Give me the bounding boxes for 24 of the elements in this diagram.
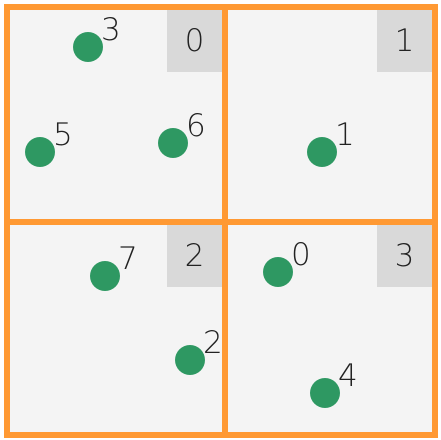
dot	[307, 137, 337, 167]
point-label: 3	[101, 15, 121, 46]
quadrant-number: 1	[377, 10, 432, 72]
point-label: 1	[335, 120, 355, 151]
dot	[175, 345, 205, 375]
point-label: 0	[291, 240, 311, 271]
point-label: 4	[338, 361, 358, 392]
point-label: 6	[186, 111, 206, 142]
dot	[310, 378, 340, 408]
quadrant-panel	[228, 225, 432, 432]
dot	[90, 261, 120, 291]
quadrant-panel	[10, 225, 222, 432]
dot	[25, 137, 55, 167]
point-label: 7	[118, 244, 138, 275]
dot	[158, 128, 188, 158]
quadrant-number: 2	[167, 225, 222, 287]
point-label: 5	[53, 120, 73, 151]
quadrant-panel	[10, 10, 222, 219]
dot	[73, 32, 103, 62]
point-label: 2	[203, 328, 223, 359]
quadrant-number: 3	[377, 225, 432, 287]
dot	[263, 257, 293, 287]
quadrant-number: 0	[167, 10, 222, 72]
quadrant-panel	[228, 10, 432, 219]
